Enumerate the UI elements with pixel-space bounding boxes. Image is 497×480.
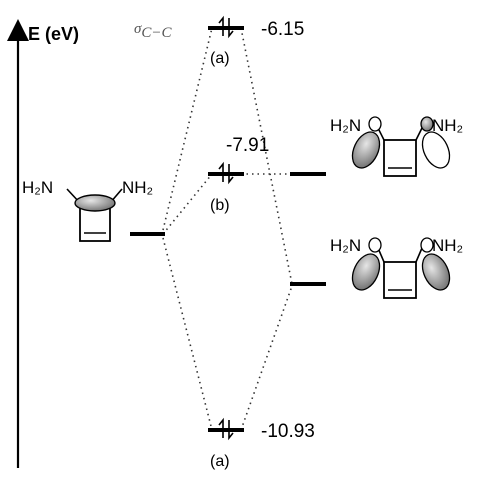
lower-right-mol-right-group: NH₂ xyxy=(432,236,463,255)
upper-right-right-lobe-large xyxy=(421,131,451,169)
left-mol-pi-lobe xyxy=(74,194,116,212)
upper-right-mol-left-group: H₂N xyxy=(330,116,361,135)
energy-middle: -7.91 xyxy=(226,135,269,156)
molecule-left: H₂N NH₂ xyxy=(22,178,153,242)
lower-right-left-lobe-small xyxy=(368,237,382,253)
upper-right-left-lobe-large xyxy=(351,131,381,169)
upper-right-mol-right-group: NH₂ xyxy=(432,116,463,135)
lower-right-left-lobe-large xyxy=(351,253,381,291)
symmetry-middle: (b) xyxy=(210,197,230,214)
lower-right-mol-left-group: H₂N xyxy=(330,236,361,255)
symmetry-bottom: (a) xyxy=(210,453,230,470)
molecule-lower-right: H₂N NH₂ xyxy=(330,236,463,299)
electron-pair-top xyxy=(218,15,234,39)
sigma-label: σC−C xyxy=(134,21,173,41)
molecule-upper-right: H₂N NH₂ xyxy=(330,116,463,177)
left-mol-right-group: NH₂ xyxy=(122,178,153,197)
axis-title: E (eV) xyxy=(28,24,79,44)
left-mol-left-group: H₂N xyxy=(22,178,53,197)
upper-right-left-lobe-small xyxy=(368,116,382,132)
correlation-lines xyxy=(162,27,293,431)
electron-pair-middle xyxy=(218,161,234,185)
lower-right-right-lobe-large xyxy=(421,253,451,291)
energy-top: -6.15 xyxy=(261,19,304,40)
energy-bottom: -10.93 xyxy=(261,421,315,442)
upper-right-right-lobe-small xyxy=(420,116,434,132)
electron-pair-bottom xyxy=(218,417,234,441)
symmetry-top: (a) xyxy=(210,50,230,67)
lower-right-right-lobe-small xyxy=(420,237,434,253)
